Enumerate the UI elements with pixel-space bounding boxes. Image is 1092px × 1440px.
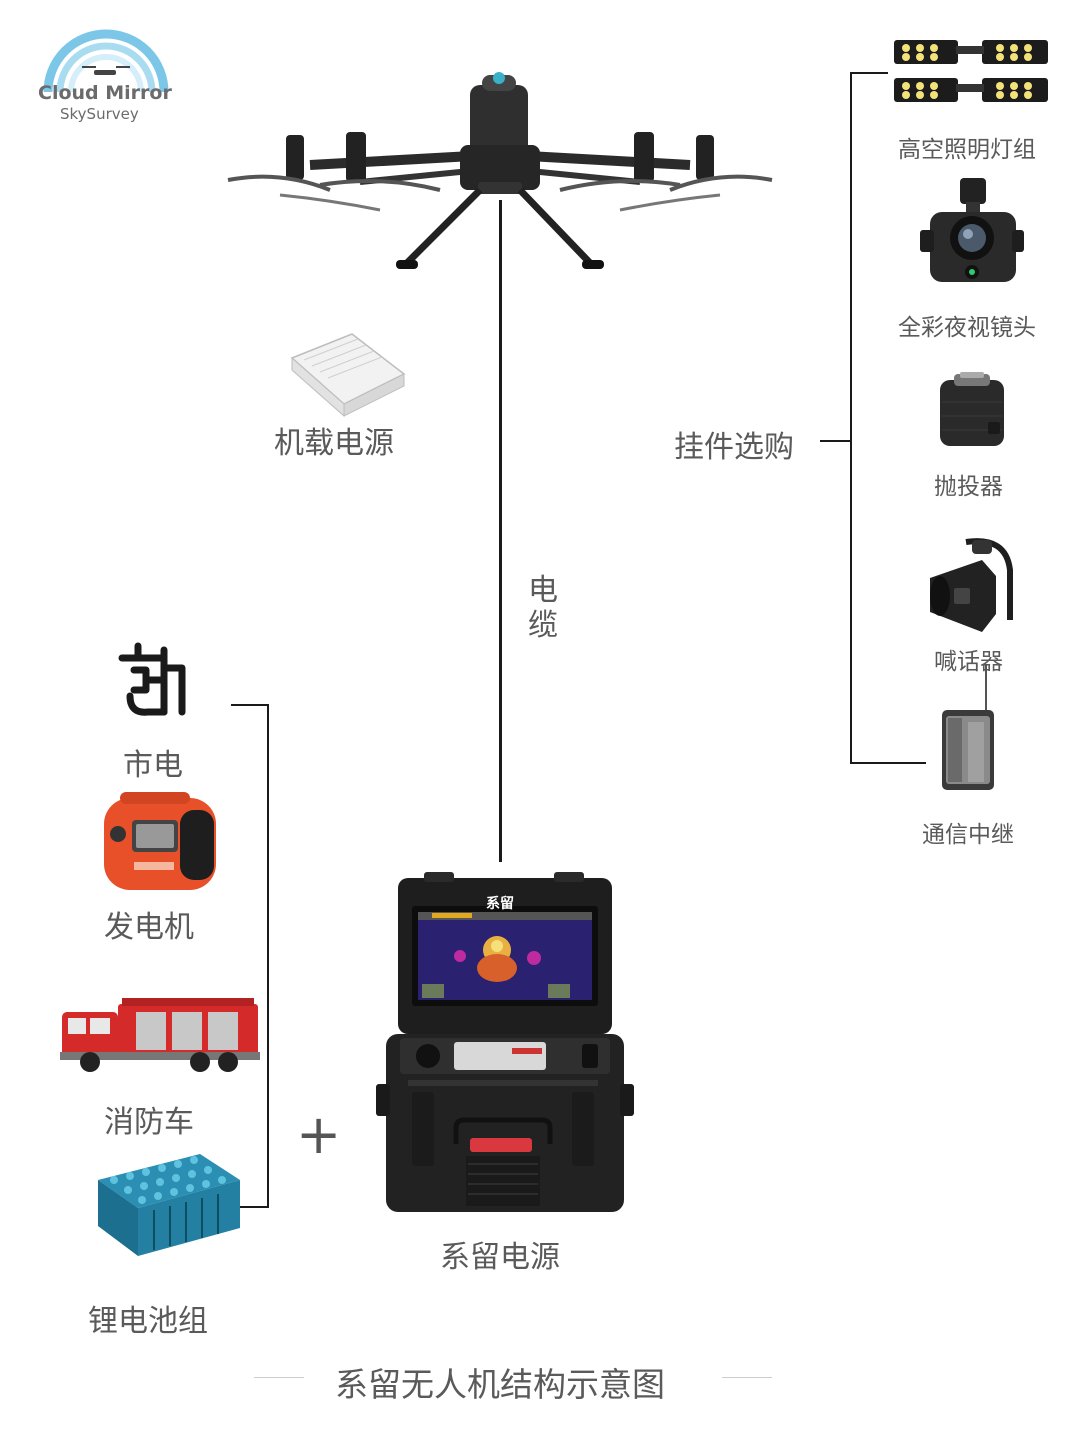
power-source-label-fire-truck: 消防车 [104, 1105, 194, 1140]
payload-dropper-image [940, 372, 1004, 446]
generator-image [104, 792, 216, 890]
accessory-label-speaker: 喊话器 [934, 649, 1003, 675]
logo-text-main: Cloud Mirror [38, 82, 172, 104]
power-source-label-generator: 发电机 [104, 910, 194, 945]
power-source-label-mains: 市电 [123, 748, 183, 783]
accessory-label-relay: 通信中继 [922, 822, 1014, 848]
loudspeaker-image [930, 538, 1013, 632]
fire-truck-image [60, 998, 260, 1072]
mains-power-plug-icon [118, 642, 186, 716]
power-sources-bracket-vertical [267, 704, 269, 1208]
diagram-caption: 系留无人机结构示意图 [335, 1365, 665, 1404]
caption-rule-left [254, 1377, 304, 1378]
power-sources-bracket-top [231, 704, 269, 706]
power-source-label-battery: 锂电池组 [88, 1304, 208, 1339]
onboard-power-label: 机载电源 [274, 426, 394, 461]
accessories-bracket-vertical [850, 72, 852, 764]
drone-image [227, 72, 773, 269]
accessory-label-dropper: 抛投器 [934, 474, 1003, 500]
accessories-bracket-top [850, 72, 888, 74]
accessories-group-label: 挂件选购 [674, 430, 794, 465]
tether-cable-line [499, 200, 502, 862]
tether-unit-screen-brand: 系留 [486, 896, 514, 912]
lighting-lamp-group-image [894, 40, 1048, 102]
cable-label-1: 电 [528, 573, 558, 608]
lithium-battery-pack-image [98, 1154, 240, 1256]
logo-rainbow-icon [43, 29, 169, 93]
power-sources-bracket-bottom [231, 1206, 269, 1208]
accessories-bracket-bottom [850, 762, 926, 764]
tether-power-label: 系留电源 [440, 1240, 560, 1275]
accessories-bracket-tick [820, 440, 852, 442]
accessory-label-lighting: 高空照明灯组 [898, 137, 1036, 163]
caption-rule-right [722, 1377, 772, 1378]
accessory-label-night-vision: 全彩夜视镜头 [898, 315, 1036, 341]
comm-relay-image [942, 664, 994, 790]
plus-sign: + [296, 1103, 342, 1166]
onboard-power-module-image [290, 333, 406, 418]
cable-label-2: 缆 [528, 608, 558, 643]
brand-logo: Cloud Mirror SkySurvey [36, 29, 176, 130]
night-vision-camera-image [920, 178, 1024, 282]
tether-power-unit-image [376, 872, 634, 1212]
logo-text-sub: SkySurvey [60, 105, 139, 123]
